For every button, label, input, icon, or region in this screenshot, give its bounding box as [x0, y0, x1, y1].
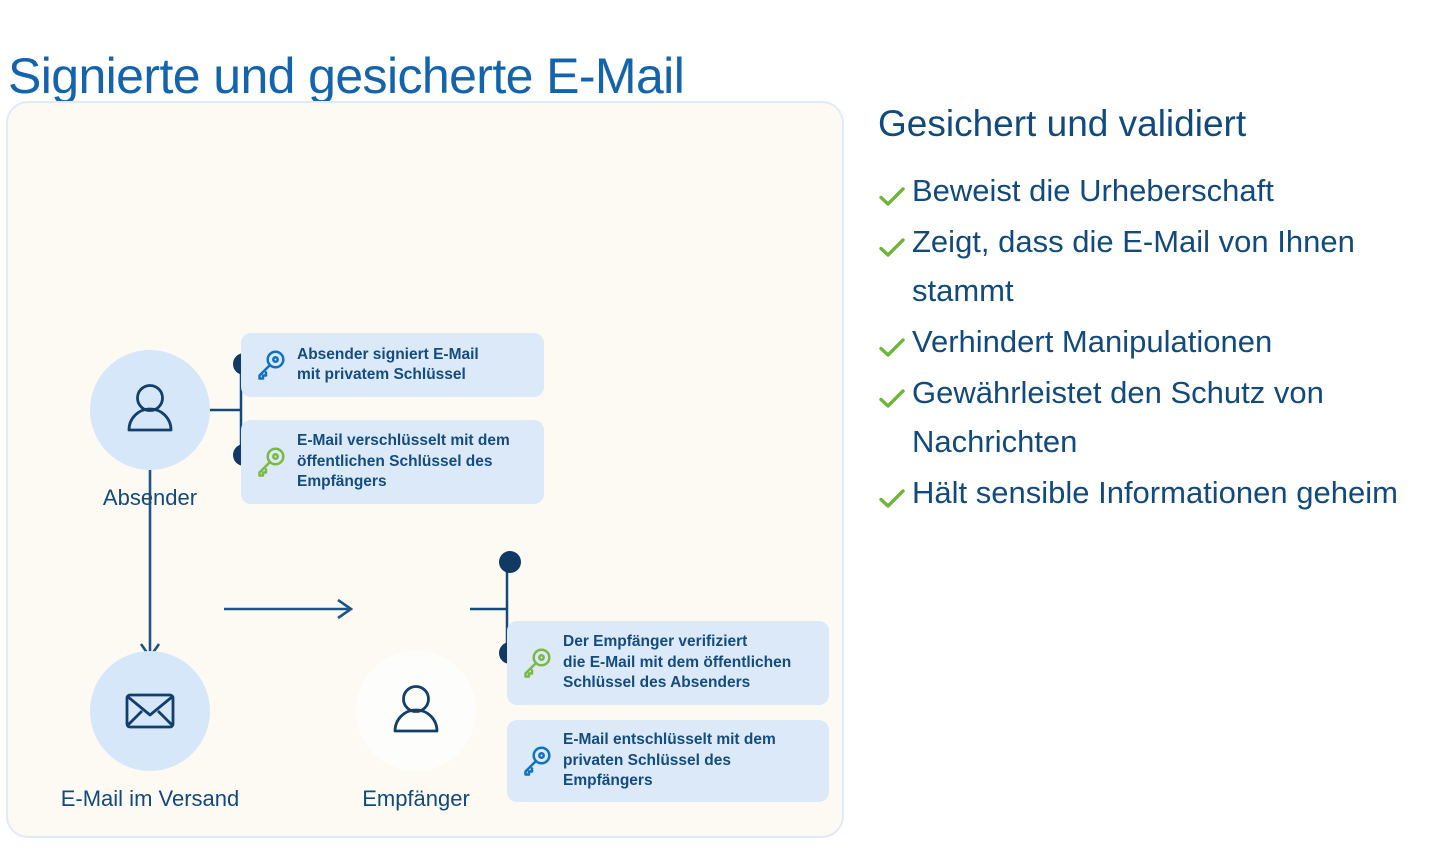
page-title: Signierte und gesicherte E-Mail [8, 47, 685, 104]
info-line: E-Mail verschlüsselt mit dem [297, 432, 510, 450]
info-line: privaten Schlüssel des [563, 751, 731, 769]
check-icon [879, 238, 905, 257]
mail-to-recipient-arrow [224, 598, 354, 620]
node-mail [90, 651, 210, 771]
info-line: mit privatem Schlüssel [297, 366, 466, 383]
envelope-icon [125, 693, 175, 729]
check-icon [879, 389, 905, 408]
recipient-connector-dot-1 [499, 551, 521, 573]
node-sender-label: Absender [102, 485, 198, 510]
info-box-recipient-decrypt: E-Mail entschlüsselt mit dem privaten Sc… [507, 720, 829, 802]
info-box-text: Der Empfänger verifiziert die E-Mail mit… [563, 632, 791, 694]
info-line: Absender signiert E-Mail [297, 345, 479, 363]
info-box-recipient-verify: Der Empfänger verifiziert die E-Mail mit… [507, 621, 829, 705]
info-line: Empfängers [297, 473, 387, 491]
info-line: die E-Mail mit dem öffentlichen [563, 653, 792, 671]
diagram-panel: Absender E-Mail im Versand Empfänger Abs… [6, 101, 844, 838]
benefit-label: Hält sensible Informationen geheim [912, 475, 1398, 510]
info-line: Empfängers [563, 772, 653, 790]
info-line: Der Empfänger verifiziert [563, 633, 748, 651]
benefit-label: Gewährleistet den Schutz von Nachrichten [912, 375, 1324, 459]
info-box-text: E-Mail verschlüsselt mit dem öffentliche… [297, 431, 510, 493]
benefit-item: Beweist die Urheberschaft [878, 166, 1424, 215]
info-line: E-Mail entschlüsselt mit dem [563, 731, 776, 749]
info-box-text: E-Mail entschlüsselt mit dem privaten Sc… [563, 730, 776, 792]
check-icon [879, 338, 905, 357]
info-box-sender-encrypt: E-Mail verschlüsselt mit dem öffentliche… [241, 420, 544, 504]
key-icon [258, 350, 285, 380]
benefit-label: Beweist die Urheberschaft [912, 173, 1274, 208]
check-icon [879, 187, 905, 206]
node-sender [90, 350, 210, 470]
info-box-sender-sign: Absender signiert E-Mail mit privatem Sc… [241, 333, 544, 397]
person-icon [393, 685, 439, 733]
benefit-item: Hält sensible Informationen geheim [878, 468, 1424, 517]
info-box-text: Absender signiert E-Mail mit privatem Sc… [297, 345, 479, 386]
benefits-section: Gesichert und validiert Beweist die Urhe… [878, 100, 1424, 519]
info-line: öffentlichen Schlüssel des [297, 452, 493, 470]
check-icon [879, 489, 905, 508]
benefit-label: Verhindert Manipulationen [912, 324, 1273, 359]
key-icon [524, 648, 551, 678]
benefit-item: Verhindert Manipulationen [878, 317, 1424, 366]
key-icon [524, 746, 551, 776]
node-mail-label: E-Mail im Versand [60, 786, 240, 811]
person-icon [127, 384, 173, 432]
benefit-label: Zeigt, dass die E-Mail von Ihnen stammt [912, 224, 1355, 308]
benefit-item: Gewährleistet den Schutz von Nachrichten [878, 368, 1424, 466]
node-recipient [356, 651, 476, 771]
key-icon [258, 447, 285, 477]
benefits-heading: Gesichert und validiert [878, 103, 1247, 144]
benefit-item: Zeigt, dass die E-Mail von Ihnen stammt [878, 217, 1424, 315]
info-line: Schlüssel des Absenders [563, 674, 751, 692]
node-recipient-label: Empfänger [362, 786, 470, 811]
